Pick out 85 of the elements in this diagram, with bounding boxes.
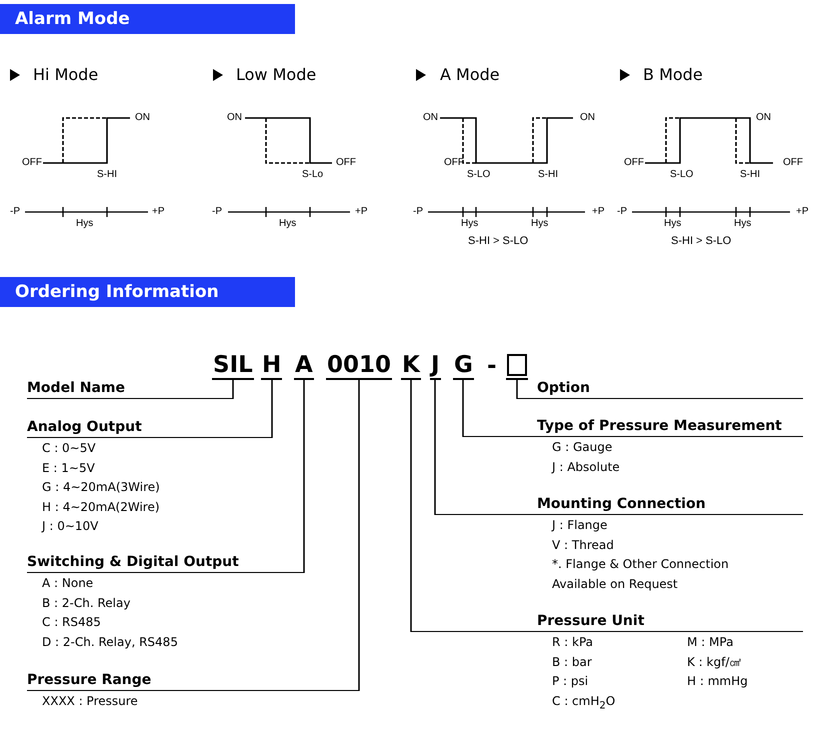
- option-item: C : RS485: [42, 614, 102, 631]
- option-item: C : cmH$_{2}$O: [552, 692, 616, 711]
- setpoint-label: S-HI: [538, 169, 558, 181]
- leader-line: [303, 380, 305, 573]
- option-item: J : 0~10V: [42, 518, 100, 535]
- setpoint-label: S-LO: [467, 169, 490, 181]
- code-letter: J: [430, 352, 441, 380]
- leader-line: [462, 380, 464, 437]
- leader-line: [232, 380, 234, 399]
- option-item: M : MPa: [687, 634, 734, 651]
- setpoint-label: S-LO: [670, 169, 694, 181]
- option-item: G : 4~20mA(3Wire): [42, 479, 161, 496]
- hysteresis-label: Hys: [734, 218, 752, 230]
- code-letter: H: [261, 352, 282, 380]
- code-letter: A: [294, 352, 314, 380]
- option-item: B : 2-Ch. Relay: [42, 594, 132, 612]
- condition-note: S-HI > S-LO: [671, 235, 732, 247]
- axis-end-label: -P: [617, 206, 627, 218]
- state-label: OFF: [624, 157, 644, 169]
- field-heading: Analog Output: [27, 418, 272, 438]
- axis-end-label: +P: [355, 206, 368, 218]
- option-item: C : 0~5V: [42, 440, 97, 457]
- separator-dash: -: [487, 353, 497, 379]
- axis-end-label: -P: [413, 206, 423, 218]
- option-item: *. Flange & Other Connection Available on Request: [552, 556, 730, 592]
- setpoint-label: S-Lo: [302, 169, 324, 181]
- axis-end-label: +P: [152, 206, 165, 218]
- axis-end-label: +P: [796, 206, 809, 218]
- code-letter: G: [453, 352, 474, 380]
- state-label: ON: [423, 112, 438, 124]
- option-item: R : kPa: [552, 634, 594, 651]
- axis-end-label: -P: [10, 206, 20, 218]
- field-heading: Mounting Connection: [435, 495, 803, 515]
- state-label: OFF: [783, 157, 803, 169]
- setpoint-label: S-HI: [97, 169, 117, 181]
- option-item: XXXX : Pressure: [42, 693, 139, 710]
- field-heading: Pressure Range: [27, 671, 359, 691]
- axis-end-label: -P: [212, 206, 222, 218]
- hysteresis-label: Hys: [664, 218, 682, 230]
- field-heading: Model Name: [27, 379, 233, 399]
- axis-end-label: +P: [592, 206, 605, 218]
- state-label: OFF: [336, 157, 356, 169]
- option-item: K : kgf/㎠: [687, 654, 742, 670]
- state-label: OFF: [22, 157, 42, 169]
- mode-title: B Mode: [643, 65, 703, 85]
- hysteresis-label: Hys: [461, 218, 478, 230]
- leader-line: [434, 380, 436, 515]
- option-item: H : 4~20mA(2Wire): [42, 498, 161, 516]
- state-label: ON: [580, 112, 595, 124]
- option-item: P : psi: [552, 673, 590, 690]
- state-label: ON: [227, 112, 242, 124]
- hysteresis-label: Hys: [531, 218, 548, 230]
- option-item: V : Thread: [552, 536, 615, 554]
- leader-line: [410, 380, 412, 632]
- field-heading: Option: [517, 379, 803, 399]
- condition-note: S-HI > S-LO: [468, 235, 528, 247]
- state-label: OFF: [444, 157, 464, 169]
- leader-line: [358, 380, 360, 691]
- field-heading: Type of Pressure Measurement: [463, 417, 803, 437]
- mode-title: Hi Mode: [33, 65, 98, 85]
- field-heading: Pressure Unit: [411, 612, 803, 632]
- leader-line: [516, 380, 518, 399]
- option-item: A : None: [42, 575, 94, 592]
- mode-title: A Mode: [440, 65, 500, 85]
- setpoint-label: S-HI: [740, 169, 760, 181]
- hysteresis-label: Hys: [279, 218, 296, 230]
- leader-line: [271, 380, 273, 438]
- option-item: H : mmHg: [687, 673, 749, 690]
- code-letter: SIL: [212, 352, 254, 380]
- option-item: J : Absolute: [552, 458, 621, 476]
- option-placeholder-box: [506, 352, 528, 380]
- option-item: G : Gauge: [552, 439, 614, 456]
- section-banner: Ordering Information: [0, 277, 295, 307]
- code-letter: K: [401, 352, 421, 380]
- state-label: ON: [135, 112, 150, 124]
- option-item: B : bar: [552, 654, 593, 670]
- state-label: ON: [756, 112, 771, 124]
- section-banner: Alarm Mode: [0, 4, 295, 34]
- option-item: D : 2-Ch. Relay, RS485: [42, 634, 179, 650]
- hysteresis-label: Hys: [76, 218, 94, 230]
- option-item: J : Flange: [552, 517, 608, 534]
- option-item: E : 1~5V: [42, 460, 96, 476]
- mode-title: Low Mode: [236, 65, 316, 85]
- code-letter: 0010: [326, 352, 392, 380]
- field-heading: Switching & Digital Output: [27, 553, 304, 573]
